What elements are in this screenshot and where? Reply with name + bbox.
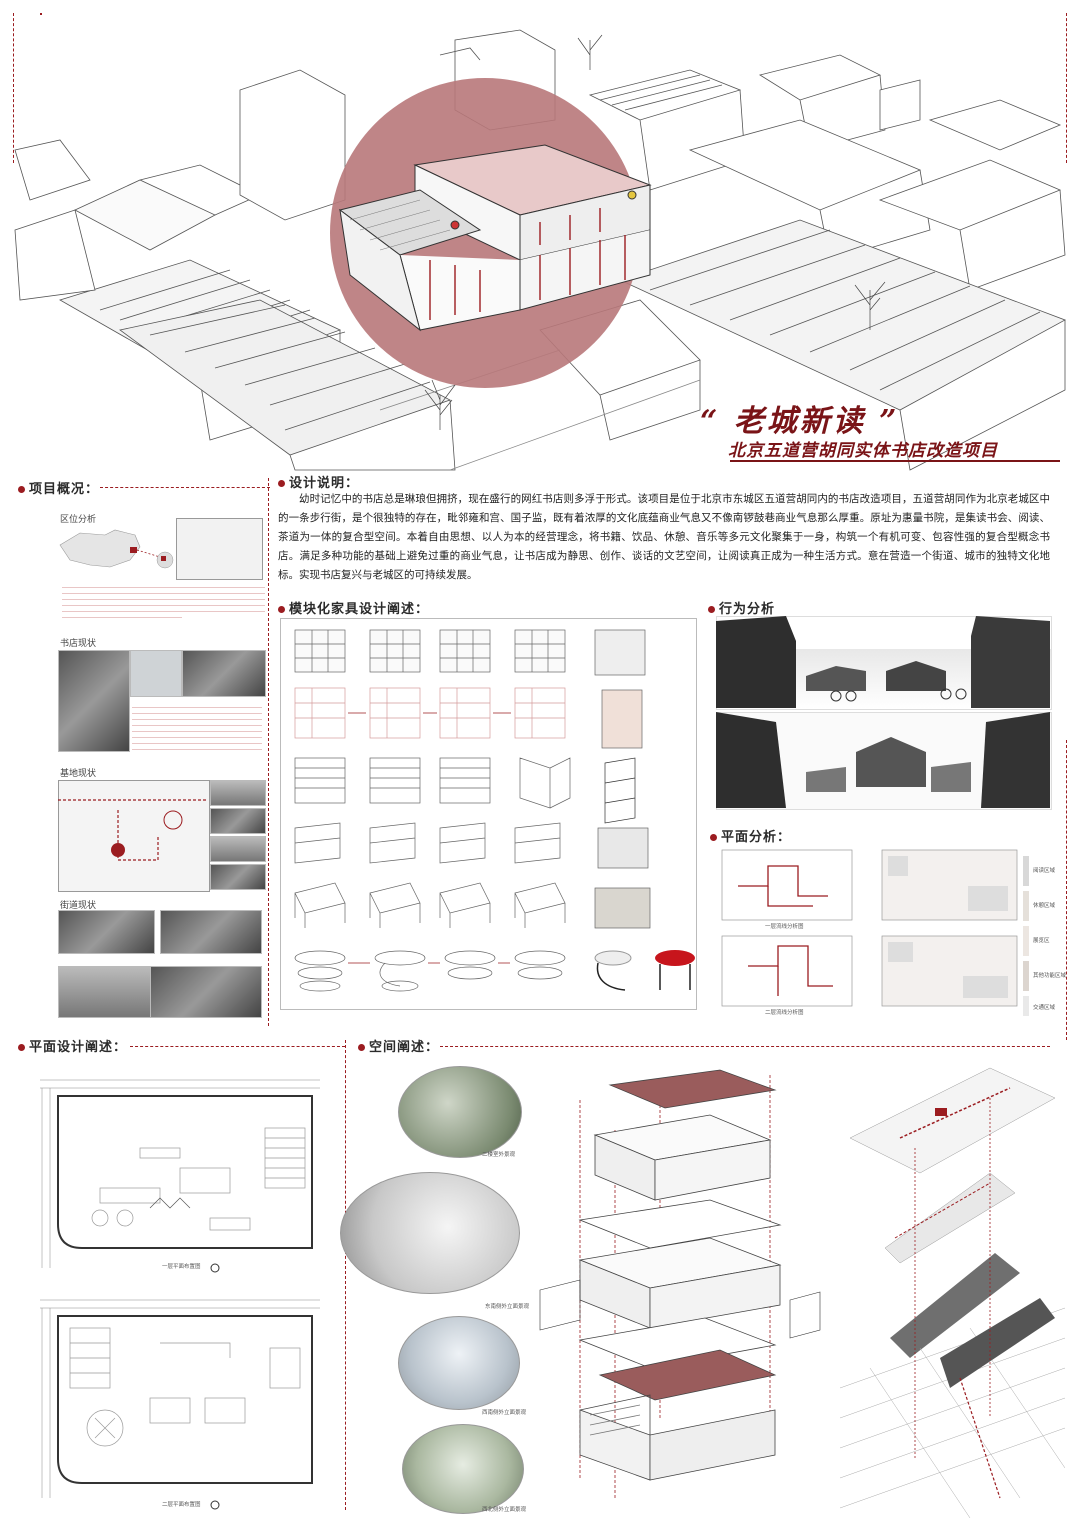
hero-axonometric-drawing (14, 29, 1066, 471)
frame-top-left (13, 13, 14, 163)
divider-vertical (268, 478, 269, 1026)
legend-item-4: 交通区域 (1033, 1005, 1056, 1011)
section-title-plan-design: 平面设计阐述： (18, 1036, 127, 1055)
shelf-row-3 (294, 757, 571, 809)
bench-row (294, 882, 566, 928)
furniture-renders (594, 629, 651, 929)
site-photo-3 (210, 836, 266, 862)
shelf-row-4 (294, 822, 561, 864)
bookstore-notes (132, 702, 262, 750)
site-map-routes (58, 799, 208, 861)
shelf-row-2 (294, 687, 566, 739)
bookstore-photo-2 (130, 650, 182, 697)
floor2-analysis-caption: 二层流线分析图 (765, 1010, 804, 1016)
view-caption-1: 二楼室外景观 (482, 1152, 516, 1158)
behavior-streetscape-1-art (716, 616, 1050, 708)
floor2-plan-caption: 二层平面布置图 (162, 1502, 201, 1508)
behavior-streetscape-2-art (716, 712, 1050, 808)
view-caption-2: 东南侧外立面景观 (485, 1304, 530, 1310)
view-caption-4: 西北侧外立面景观 (482, 1507, 527, 1513)
bookstore-photo-3 (182, 650, 266, 697)
plan-analysis-diagrams (721, 849, 1029, 1016)
view-circle-1 (398, 1066, 522, 1158)
street-photo-2 (160, 910, 262, 954)
street-photo-3 (58, 966, 155, 1018)
plan-legend-swatches (1023, 856, 1029, 1016)
frame-top-right (1066, 13, 1067, 163)
poster-title: “ 老城新读 ” (700, 404, 900, 439)
divider-vertical-2 (345, 1040, 346, 1510)
view-caption-3: 西南侧外立面景观 (482, 1410, 527, 1416)
divider-overview (100, 487, 270, 488)
legend-item-1: 休憩区域 (1033, 903, 1056, 909)
site-photo-4 (210, 864, 266, 890)
overview-notes-2 (180, 582, 265, 612)
region-analysis-label: 区位分析 (60, 515, 97, 525)
legend-item-2: 展览区 (1033, 938, 1050, 944)
furniture-diagrams (294, 629, 695, 992)
site-photo-1 (210, 780, 266, 806)
view-circle-4 (402, 1424, 524, 1514)
exploded-axonometric (539, 1069, 821, 1500)
red-stool (655, 950, 695, 966)
floor-plans (40, 1079, 320, 1510)
section-title-overview: 项目概况： (18, 478, 99, 497)
frame-top-line (40, 13, 42, 15)
site-context-maps (840, 1067, 1065, 1518)
section-title-modules: 模块化家具设计阐述： (278, 598, 429, 617)
divider-space (440, 1046, 1050, 1047)
shelf-row-1 (294, 629, 566, 673)
site-aerial-map (176, 518, 263, 580)
street-status-label: 街道现状 (60, 901, 97, 911)
frame-right (1066, 740, 1067, 1040)
site-status-label: 基地现状 (60, 769, 97, 779)
street-photo-1 (58, 910, 155, 954)
floor1-plan-caption: 一层平面布置图 (162, 1264, 201, 1270)
poster-subtitle: 北京五道营胡同实体书店改造项目 (728, 441, 998, 461)
design-description: 幼时记忆中的书店总是琳琅但拥挤，现在盛行的网红书店则多浮于形式。该项目是位于北京… (278, 493, 1050, 581)
site-map (58, 780, 210, 892)
furniture-grid-frame (280, 618, 697, 1010)
divider-plan-design (130, 1046, 345, 1047)
stool-row (294, 950, 566, 992)
legend-item-3: 其他功能区域 (1033, 973, 1067, 979)
overview-notes (62, 582, 182, 622)
floor1-analysis-caption: 一层流线分析图 (765, 924, 804, 930)
view-circle-3 (398, 1316, 520, 1410)
section-title-design: 设计说明： (278, 472, 359, 491)
bookstore-status-label: 书店现状 (60, 639, 97, 649)
section-title-plan-analysis: 平面分析： (710, 826, 791, 845)
legend-item-0: 阅读区域 (1033, 868, 1056, 874)
bookstore-photo-1 (58, 650, 130, 752)
view-circle-2 (340, 1172, 520, 1294)
section-title-space: 空间阐述： (358, 1036, 439, 1055)
site-photo-2 (210, 808, 266, 834)
title-underline (730, 460, 1060, 462)
street-photo-4 (150, 966, 262, 1018)
china-map (59, 529, 174, 569)
bookstore-building (338, 144, 652, 332)
section-title-behavior: 行为分析 (708, 598, 775, 617)
